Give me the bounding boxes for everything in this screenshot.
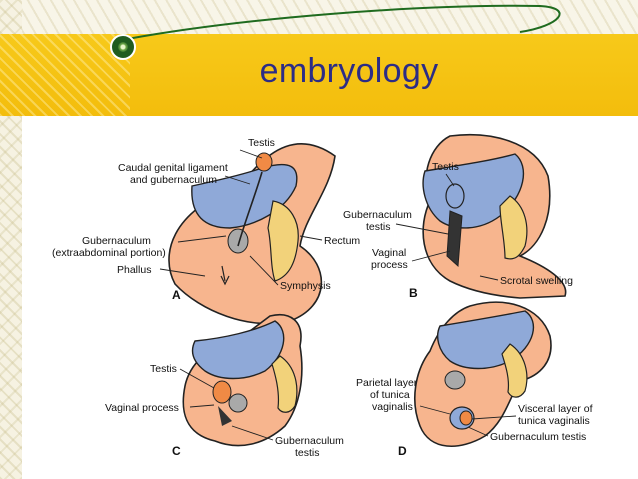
panel-a: Testis Caudal genital ligament and guber…: [52, 137, 360, 325]
band-texture: [0, 34, 130, 116]
title-band: [0, 34, 638, 116]
label-d-parietal-1: Parietal layer: [356, 377, 418, 389]
slide-title: embryology: [259, 52, 439, 90]
swoosh-decoration: [121, 4, 561, 41]
panel-letter-d: D: [398, 444, 407, 458]
label-d-visceral-2: tunica vaginalis: [518, 415, 590, 427]
label-a-testis: Testis: [248, 137, 275, 149]
label-a-phallus: Phallus: [117, 264, 151, 276]
label-d-parietal-3: vaginalis: [372, 401, 413, 413]
embryology-diagram: Testis Caudal genital ligament and guber…: [52, 133, 593, 459]
panel-letter-c: C: [172, 444, 181, 458]
label-a-gub-1: Gubernaculum: [82, 235, 151, 247]
panel-b: Testis Gubernaculum testis Vaginal proce…: [343, 133, 573, 300]
label-b-vag-2: process: [371, 259, 408, 271]
label-b-gub-1: Gubernaculum: [343, 209, 412, 221]
label-b-gub-2: testis: [366, 221, 391, 233]
panel-d: Parietal layer of tunica vaginalis Visce…: [356, 301, 593, 458]
panel-letter-b: B: [409, 286, 418, 300]
label-b-vag-1: Vaginal: [372, 247, 406, 259]
label-a-caudal-2: and gubernaculum: [130, 174, 217, 186]
panel-c: Testis Vaginal process Gubernaculum test…: [105, 314, 344, 459]
label-b-scrotal: Scrotal swelling: [500, 275, 573, 287]
label-d-parietal-2: of tunica: [370, 389, 410, 401]
label-d-visceral-1: Visceral layer of: [518, 403, 593, 415]
bullet-icon: [110, 34, 136, 60]
label-b-testis: Testis: [432, 161, 459, 173]
left-decoration: [0, 0, 22, 479]
label-a-gub-2: (extraabdominal portion): [52, 247, 166, 259]
label-c-testis: Testis: [150, 363, 177, 375]
label-c-gub-1: Gubernaculum: [275, 435, 344, 447]
label-c-gub-2: testis: [295, 447, 320, 459]
label-d-gub: Gubernaculum testis: [490, 431, 586, 443]
panel-letter-a: A: [172, 288, 181, 302]
label-c-vaginal: Vaginal process: [105, 402, 179, 414]
label-a-symphysis: Symphysis: [280, 280, 331, 292]
label-a-caudal-1: Caudal genital ligament: [118, 162, 228, 174]
label-a-rectum: Rectum: [324, 235, 360, 247]
